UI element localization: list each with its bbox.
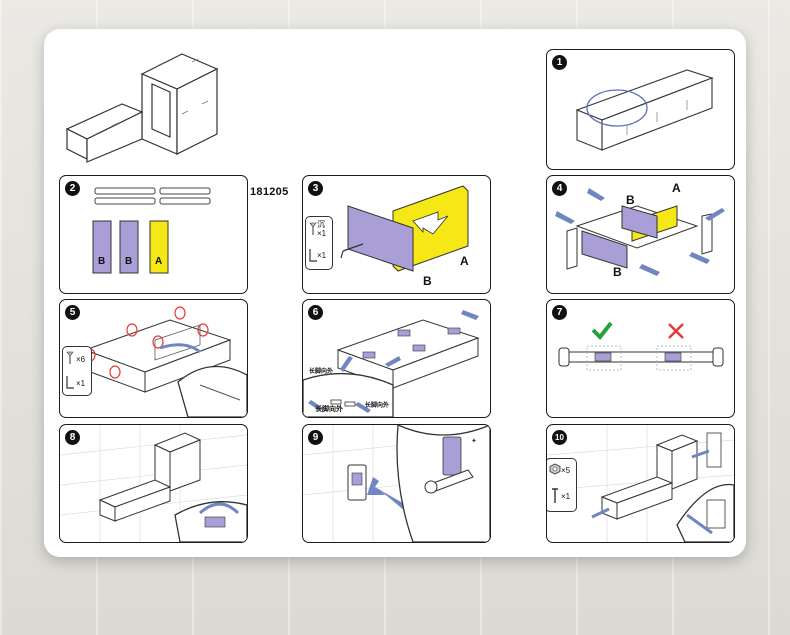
- step-number: 10: [552, 430, 567, 445]
- screw-icon: [309, 222, 317, 235]
- step-5-drawing: [83, 306, 247, 417]
- step-7-panel: 7: [546, 299, 735, 418]
- step-5-panel: 5 ×6 ×1: [59, 299, 248, 418]
- panel-label: B: [423, 274, 432, 288]
- step-6-panel: 6 长脚向外 长脚向外 长脚向外: [302, 299, 491, 418]
- product-code: 181205: [250, 186, 289, 198]
- panel-label: B: [626, 193, 635, 207]
- hex-key-icon: [309, 249, 317, 262]
- step-8-panel: 8: [59, 424, 248, 543]
- step-3-drawing: [340, 185, 469, 272]
- step-4-drawing: [555, 188, 725, 276]
- panel-label: A: [155, 256, 163, 267]
- step-2-panel: 2 B B A: [59, 175, 248, 294]
- step-number: 9: [308, 430, 323, 445]
- hex-key-icon: [66, 376, 74, 389]
- note-long-leg-outward: 长脚向外: [365, 403, 390, 409]
- cross-icon: [668, 323, 684, 339]
- screw-count: ×6: [76, 355, 86, 364]
- step-number: 6: [308, 305, 323, 320]
- panel-label: A: [672, 181, 681, 195]
- step-number: 3: [308, 181, 323, 196]
- screw-icon: [66, 351, 74, 364]
- step-10-drawing: [547, 425, 734, 542]
- step-4-panel: 4 B A B: [546, 175, 735, 294]
- key-count: ×1: [317, 251, 327, 260]
- step-8-drawing: [60, 425, 247, 542]
- step-number: 5: [65, 305, 80, 320]
- step-10-panel: 10 ×5 ×1: [546, 424, 735, 543]
- step-9-drawing: ✦: [303, 425, 490, 542]
- hardware-legend: 沉 ×1 ×1: [305, 216, 333, 270]
- panel-label: B: [613, 265, 622, 279]
- step-3-panel: 3 沉 ×1 ×1 A B: [302, 175, 491, 294]
- instruction-sheet: 181205 1 2 B B A: [44, 29, 746, 557]
- panel-label: B: [125, 256, 133, 267]
- step-number: 7: [552, 305, 567, 320]
- hardware-legend: ×6 ×1: [62, 346, 92, 396]
- check-icon: [591, 321, 613, 340]
- step-9-panel: 9 ✦: [302, 424, 491, 543]
- step-1-drawing: [575, 69, 714, 151]
- step-number: 2: [65, 181, 80, 196]
- nut-count: ×5: [561, 466, 571, 475]
- screw-label: 沉: [317, 220, 325, 229]
- wrench-count: ×1: [561, 492, 571, 501]
- step-7-drawing: [558, 345, 724, 371]
- step-number: 4: [552, 181, 567, 196]
- key-count: ×1: [76, 379, 86, 388]
- product-overview-drawing: [65, 53, 219, 163]
- note-long-leg-outward: 长脚向外: [315, 406, 343, 413]
- screw-count: ×1: [317, 229, 327, 238]
- note-long-leg-outward: 长脚向外: [309, 369, 334, 375]
- step-6-drawing: [303, 310, 480, 417]
- panel-label: A: [460, 254, 469, 268]
- svg-text:✦: ✦: [471, 437, 477, 445]
- step-number: 8: [65, 430, 80, 445]
- step-2-drawing: [92, 187, 211, 274]
- step-1-panel: 1: [546, 49, 735, 170]
- hardware-legend: ×5 ×1: [547, 458, 577, 512]
- nut-icon: [549, 463, 561, 475]
- step-number: 1: [552, 55, 567, 70]
- panel-label: B: [98, 256, 106, 267]
- wrench-icon: [552, 488, 558, 503]
